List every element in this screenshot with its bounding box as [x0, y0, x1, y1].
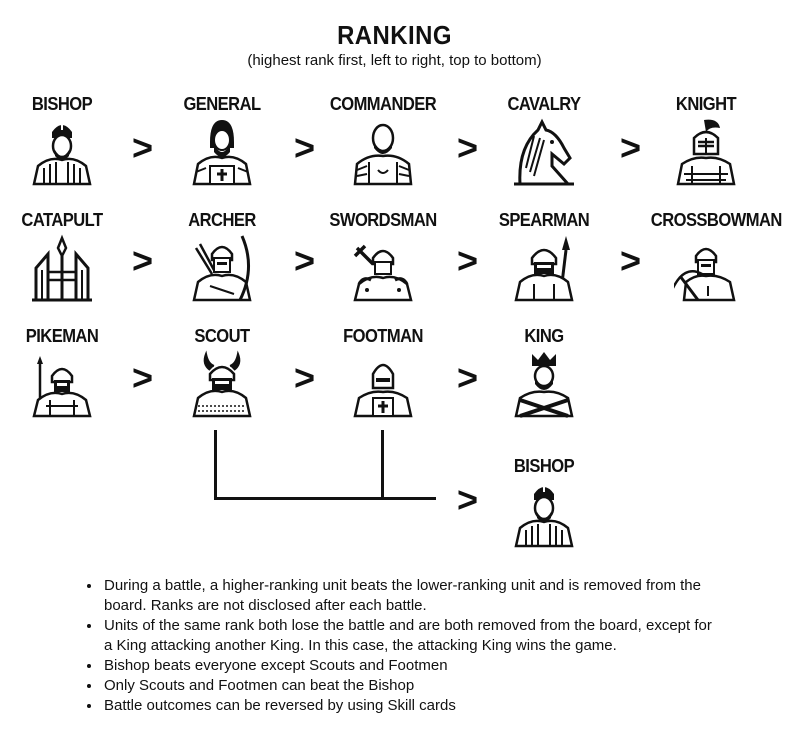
unit-label: SCOUT	[194, 326, 250, 346]
rank-separator: >	[132, 357, 154, 398]
unit-label: COMMANDER	[329, 94, 437, 114]
connector-line-scout	[214, 430, 217, 500]
crossbowman-icon	[674, 247, 736, 302]
unit-label: BISHOP	[31, 94, 93, 114]
spearman-icon	[514, 236, 574, 302]
rank-separator: >	[457, 240, 479, 281]
rank-separator: >	[457, 479, 479, 520]
rank-separator: >	[620, 127, 642, 168]
rules-list: During a battle, a higher-ranking unit b…	[80, 576, 722, 716]
rule-item: Battle outcomes can be reversed by using…	[102, 696, 722, 716]
footman-icon	[353, 363, 413, 418]
bishop-icon	[32, 120, 92, 186]
cavalry-horse-icon	[514, 118, 574, 186]
rank-separator: >	[132, 127, 154, 168]
unit-label: SWORDSMAN	[329, 210, 437, 230]
rank-separator: >	[457, 357, 479, 398]
rank-separator: >	[620, 240, 642, 281]
rank-separator: >	[294, 357, 316, 398]
commander-icon	[353, 123, 413, 186]
scout-horned-helmet-icon	[192, 350, 252, 418]
unit-label: CAVALRY	[507, 94, 581, 114]
unit-label: BISHOP	[513, 456, 575, 476]
general-icon	[192, 120, 252, 186]
rule-item: Units of the same rank both lose the bat…	[102, 616, 722, 656]
unit-label: CROSSBOWMAN	[650, 210, 783, 230]
rule-item: During a battle, a higher-ranking unit b…	[102, 576, 722, 616]
unit-label: SPEARMAN	[498, 210, 590, 230]
pikeman-icon	[32, 356, 92, 418]
unit-label: KNIGHT	[675, 94, 737, 114]
rule-item: Only Scouts and Footmen can beat the Bis…	[102, 676, 722, 696]
rule-item: Bishop beats everyone except Scouts and …	[102, 656, 722, 676]
unit-label: ARCHER	[188, 210, 256, 230]
rank-separator: >	[457, 127, 479, 168]
unit-label: PIKEMAN	[25, 326, 99, 346]
knight-helmet-icon	[676, 119, 736, 186]
connector-line-joined	[214, 497, 436, 500]
king-crown-icon	[514, 352, 574, 418]
unit-label: GENERAL	[183, 94, 261, 114]
connector-line-footman	[381, 430, 384, 500]
unit-label: CATAPULT	[21, 210, 103, 230]
rank-separator: >	[132, 240, 154, 281]
archer-icon	[192, 235, 252, 302]
swordsman-icon	[353, 244, 413, 302]
rank-separator: >	[294, 127, 316, 168]
unit-label: KING	[524, 326, 564, 346]
unit-label: FOOTMAN	[343, 326, 423, 346]
page-title: RANKING	[337, 20, 452, 50]
rank-separator: >	[294, 240, 316, 281]
page-subtitle: (highest rank first, left to right, top …	[247, 52, 542, 69]
bishop-icon	[514, 482, 574, 548]
catapult-icon	[32, 234, 92, 302]
